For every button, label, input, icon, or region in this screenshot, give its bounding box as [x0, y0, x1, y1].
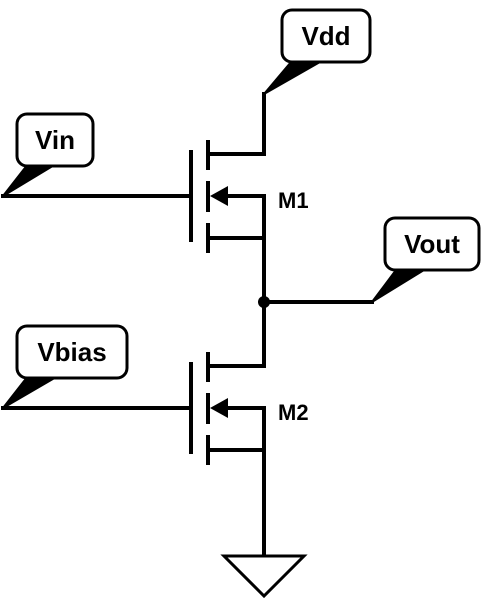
vbias-label: Vbias	[37, 337, 106, 367]
vbias-label-flag: Vbias	[2, 324, 129, 409]
vout-label-flag: Vout	[371, 216, 481, 303]
m1-label: M1	[278, 188, 309, 213]
transistor-m2: M2	[1, 352, 309, 465]
m2-label: M2	[278, 400, 309, 425]
transistor-m1: M1	[1, 140, 309, 253]
vout-label: Vout	[404, 229, 460, 259]
vin-label-flag: Vin	[2, 112, 95, 197]
vin-label: Vin	[35, 125, 75, 155]
ground-symbol	[220, 554, 308, 599]
vdd-label: Vdd	[301, 21, 350, 51]
vdd-label-flag: Vdd	[263, 8, 372, 95]
m2-body-arrow	[210, 398, 228, 418]
m1-body-arrow	[210, 186, 228, 206]
